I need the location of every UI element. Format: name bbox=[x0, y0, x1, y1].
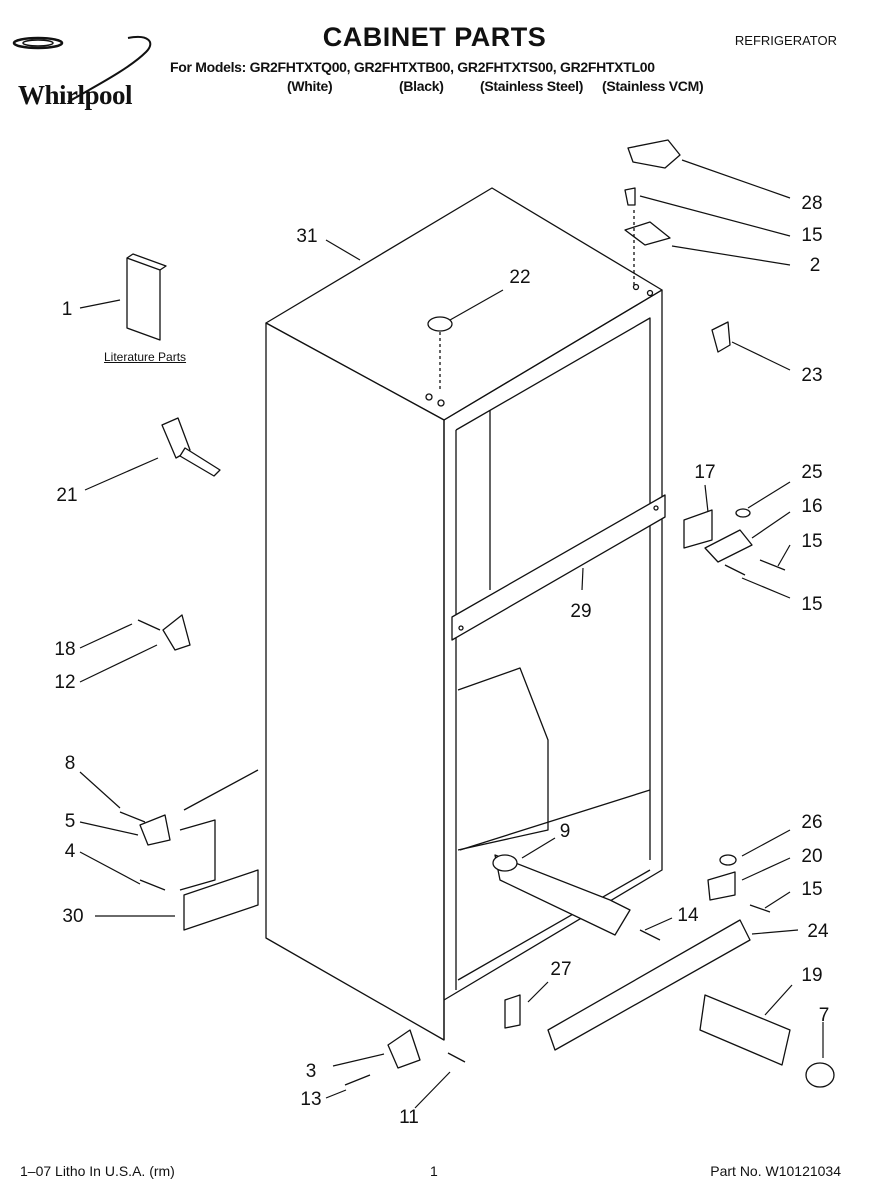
callout-23: 23 bbox=[801, 365, 823, 386]
callout-4: 4 bbox=[64, 841, 76, 862]
plug-part-22 bbox=[427, 316, 453, 332]
washer-part-26 bbox=[719, 854, 737, 866]
literature-edge bbox=[126, 253, 167, 271]
finish-white: (White) bbox=[287, 78, 333, 94]
callout-2: 2 bbox=[809, 255, 821, 276]
bracket-part-5 bbox=[139, 814, 171, 846]
hinge-part-2 bbox=[624, 221, 671, 246]
hinge-part-16 bbox=[704, 529, 753, 563]
callout-11: 11 bbox=[399, 1107, 419, 1128]
hinge-part-17 bbox=[683, 509, 713, 549]
filter-part-19 bbox=[699, 994, 791, 1066]
screw-part-15-hinge bbox=[724, 564, 746, 576]
grille-part-24 bbox=[547, 919, 751, 1051]
finish-stainless-steel: (Stainless Steel) bbox=[480, 78, 584, 94]
literature-part-1 bbox=[126, 257, 161, 341]
models-line: For Models: GR2FHTXTQ00, GR2FHTXTB00, GR… bbox=[170, 59, 655, 75]
cabinet-part-31 bbox=[265, 187, 663, 1041]
screw-part-8 bbox=[119, 811, 146, 823]
screw-part-15-top bbox=[624, 187, 636, 206]
clip-part-23 bbox=[711, 321, 731, 353]
screw-part-18 bbox=[137, 619, 161, 631]
finish-black: (Black) bbox=[399, 78, 444, 94]
callout-30: 30 bbox=[62, 906, 84, 927]
callout-28: 28 bbox=[801, 193, 823, 214]
callout-8: 8 bbox=[64, 753, 76, 774]
screw-part-14 bbox=[639, 929, 661, 941]
callout-29: 29 bbox=[570, 601, 592, 622]
footer-part-number: Part No. W10121034 bbox=[710, 1163, 841, 1179]
callout-18: 18 bbox=[54, 639, 76, 660]
page-title: CABINET PARTS bbox=[322, 22, 547, 52]
pin-part-13 bbox=[344, 1074, 371, 1086]
screw-part-11 bbox=[447, 1052, 466, 1063]
callout-15-lower: 15 bbox=[801, 879, 823, 900]
logo-wordmark: Whirlpool bbox=[18, 80, 133, 110]
clip-part-27 bbox=[504, 994, 521, 1029]
logo-swoosh bbox=[12, 36, 152, 103]
doc-type-label: REFRIGERATOR bbox=[734, 33, 837, 48]
callout-17: 17 bbox=[694, 462, 716, 483]
whirlpool-logo: Whirlpool bbox=[8, 30, 168, 110]
washer-part-25 bbox=[735, 508, 751, 518]
footer-page-number: 1 bbox=[430, 1163, 438, 1179]
callout-15-hinge-a: 15 bbox=[801, 531, 823, 552]
guide-part-3 bbox=[387, 1029, 421, 1069]
bracket-part-20 bbox=[707, 871, 736, 901]
callout-5: 5 bbox=[64, 811, 76, 832]
callout-1: 1 bbox=[61, 299, 73, 320]
callout-27: 27 bbox=[550, 959, 572, 980]
callout-7: 7 bbox=[818, 1005, 830, 1026]
footer-litho: 1–07 Litho In U.S.A. (rm) bbox=[20, 1163, 175, 1179]
literature-parts-label: Literature Parts bbox=[104, 350, 187, 364]
divider-part-29 bbox=[451, 494, 666, 641]
cap-part-7 bbox=[805, 1062, 835, 1088]
callout-13: 13 bbox=[300, 1089, 322, 1110]
bracket-part-21 bbox=[161, 417, 191, 459]
callout-22: 22 bbox=[509, 267, 531, 288]
bracket-part-12 bbox=[162, 614, 191, 651]
callout-21: 21 bbox=[56, 485, 78, 506]
callout-15-top: 15 bbox=[801, 225, 823, 246]
finish-stainless-vcm: (Stainless VCM) bbox=[602, 78, 704, 94]
screw-part-15-lower bbox=[749, 904, 771, 913]
callout-14: 14 bbox=[677, 905, 699, 926]
callout-19: 19 bbox=[801, 965, 823, 986]
hinge-part-30 bbox=[179, 819, 216, 891]
callout-12: 12 bbox=[54, 672, 76, 693]
callout-15-hinge-b: 15 bbox=[801, 594, 823, 615]
callout-3: 3 bbox=[305, 1061, 317, 1082]
callout-26: 26 bbox=[801, 812, 823, 833]
callout-9: 9 bbox=[559, 821, 571, 842]
callout-20: 20 bbox=[801, 846, 823, 867]
callout-24: 24 bbox=[807, 921, 829, 942]
leader-lines bbox=[79, 159, 824, 1109]
hinge-cover-part-28 bbox=[627, 139, 681, 169]
callout-16: 16 bbox=[801, 496, 823, 517]
callout-25: 25 bbox=[801, 462, 823, 483]
screw-part-4 bbox=[139, 879, 166, 891]
filter-housing-part-9 bbox=[494, 854, 631, 936]
callout-31: 31 bbox=[296, 226, 318, 247]
